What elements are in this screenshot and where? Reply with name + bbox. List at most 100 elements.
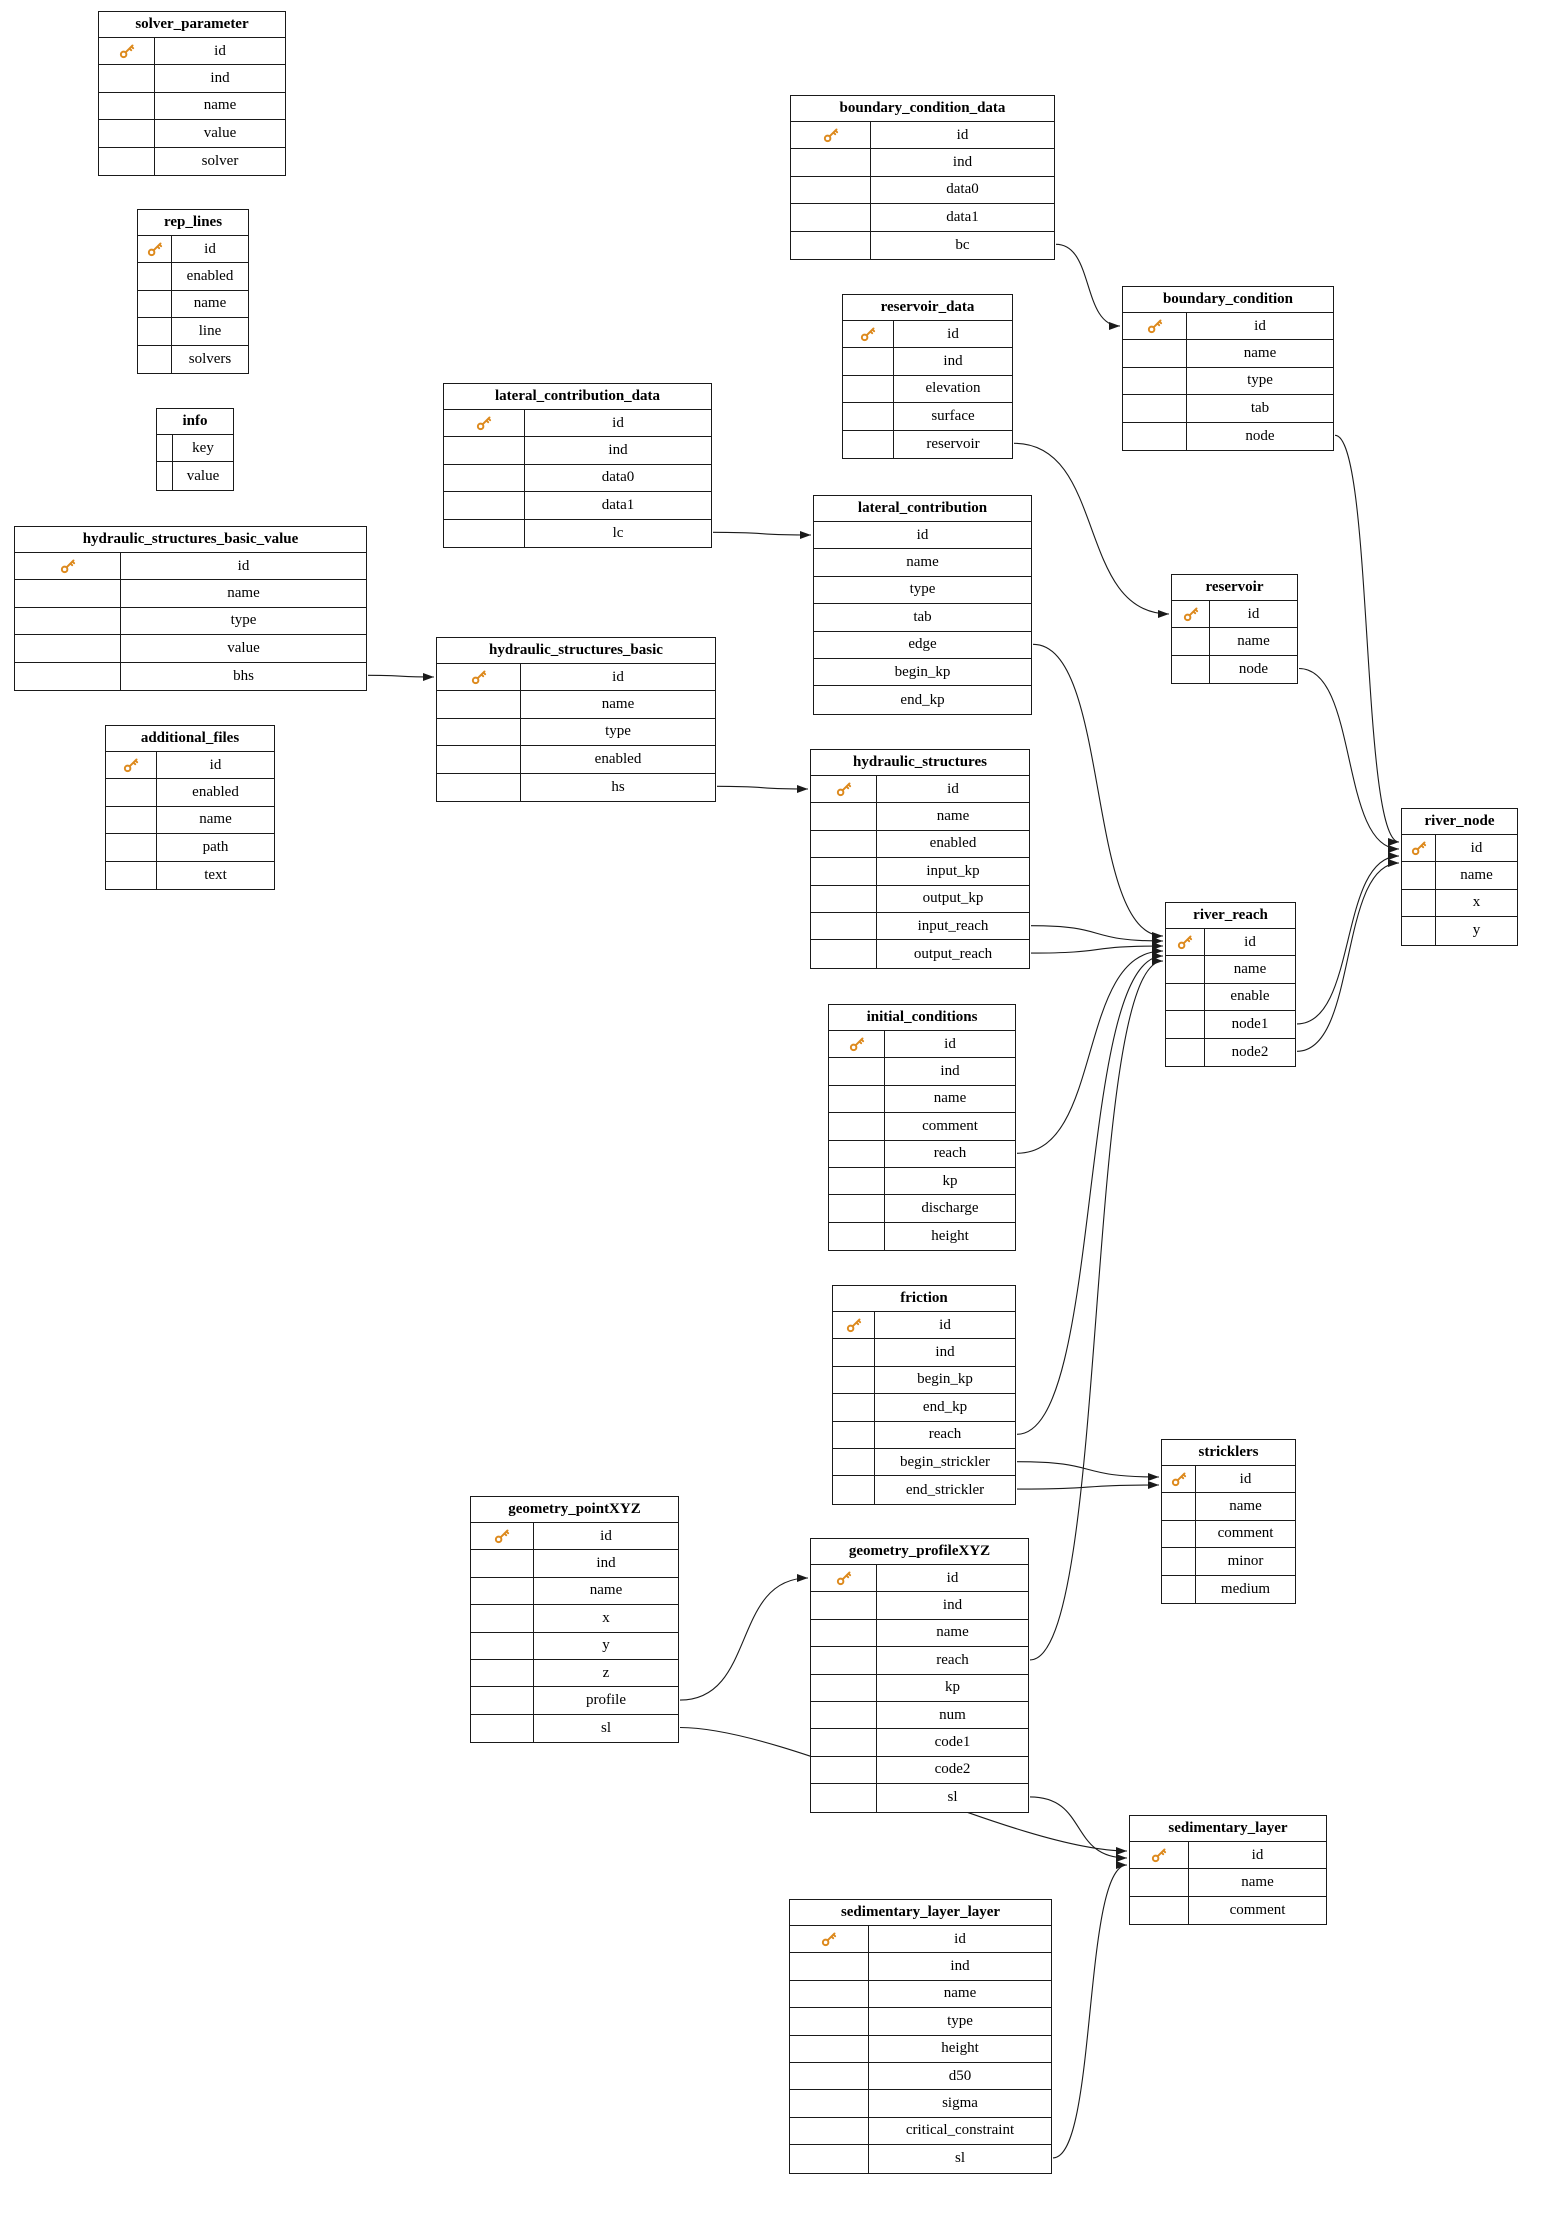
field-name: id	[209, 756, 222, 773]
table-field-row: name	[814, 549, 1031, 577]
relation-river_reach.node2-to-river_node	[1296, 859, 1400, 1052]
icon-cell	[829, 1222, 885, 1251]
icon-cell	[829, 1085, 885, 1113]
icon-cell	[811, 1756, 877, 1784]
relation-hydraulic_structures_basic_value.bhs-to-hydraulic_structures_basic	[367, 672, 435, 681]
table-reservoir: reservoir id name node	[1171, 574, 1298, 685]
field-name: id	[612, 668, 624, 685]
field-name: y	[1472, 922, 1481, 939]
primary-key-cell	[1166, 929, 1205, 956]
field-name: name	[933, 1090, 967, 1107]
field-name: end_kp	[922, 1398, 968, 1415]
table-field-row: enabled	[811, 830, 1029, 859]
table-field-row: text	[106, 861, 274, 889]
icon-cell	[843, 348, 894, 375]
field-name: ind	[950, 1958, 970, 1975]
field-name: node	[1245, 427, 1275, 444]
field-name: profile	[586, 1692, 626, 1709]
field-name: name	[1233, 961, 1267, 978]
table-field-row: data1	[791, 204, 1054, 232]
icon-cell	[833, 1476, 875, 1504]
table-field-row: id	[811, 1565, 1028, 1593]
table-field-row: discharge	[829, 1195, 1015, 1223]
field-name: id	[1244, 933, 1256, 950]
field-name: type	[947, 2012, 973, 2029]
icon-cell	[437, 718, 521, 746]
table-field-row: ind	[829, 1058, 1015, 1086]
table-field-row: node	[1172, 655, 1297, 684]
icon-cell	[791, 204, 871, 231]
field-name: output_kp	[922, 890, 984, 907]
icon-cell	[811, 830, 877, 858]
icon-cell	[811, 885, 877, 912]
table-field-row: data0	[444, 464, 711, 493]
primary-key-icon	[836, 782, 851, 797]
icon-cell	[138, 263, 172, 290]
table-field-row: name	[811, 803, 1029, 831]
field-name: begin_strickler	[900, 1453, 990, 1470]
primary-key-icon	[1411, 841, 1426, 856]
relation-initial_conditions.reach-to-river_reach	[1016, 947, 1164, 1154]
primary-key-cell	[833, 1312, 875, 1339]
icon-cell	[99, 65, 155, 92]
primary-key-icon	[494, 1529, 510, 1544]
field-name: ind	[940, 1063, 960, 1080]
table-field-row: begin_kp	[833, 1366, 1015, 1395]
table-title: river_node	[1402, 809, 1517, 835]
primary-key-icon	[1151, 1848, 1167, 1863]
relation-reservoir_data.reservoir-to-reservoir	[1013, 442, 1170, 618]
primary-key-cell	[843, 321, 894, 348]
primary-key-cell	[437, 664, 521, 691]
field-name: enabled	[192, 784, 239, 801]
field-name: sl	[954, 2150, 965, 2167]
table-title: hydraulic_structures_basic_value	[15, 527, 366, 553]
table-title: reservoir	[1172, 575, 1297, 601]
table-field-row: hs	[437, 773, 715, 801]
icon-cell	[790, 2062, 869, 2090]
field-name: id	[946, 1569, 959, 1586]
icon-cell	[99, 92, 155, 120]
field-name: hs	[611, 778, 625, 795]
field-name: type	[1247, 372, 1273, 389]
icon-cell	[138, 345, 172, 373]
table-title: lateral_contribution_data	[444, 384, 711, 410]
table-field-row: id	[1402, 835, 1517, 863]
relation-lateral_contribution.edge-to-river_reach	[1032, 643, 1164, 940]
primary-key-cell	[106, 752, 157, 779]
field-name: sl	[947, 1789, 958, 1806]
relation-sedimentary_layer_layer.sl-to-sedimentary_layer	[1052, 1861, 1128, 2159]
table-field-row: name	[1402, 862, 1517, 890]
field-name: name	[193, 295, 227, 312]
field-name: edge	[908, 636, 937, 653]
table-field-row: id	[811, 776, 1029, 804]
table-field-row: height	[790, 2035, 1051, 2063]
field-name: id	[947, 325, 959, 342]
table-field-row: solver	[99, 147, 285, 175]
icon-cell	[437, 746, 521, 773]
table-field-row: type	[1123, 367, 1333, 396]
table-field-row: name	[811, 1619, 1028, 1648]
table-title: lateral_contribution	[814, 496, 1031, 522]
icon-cell	[138, 290, 172, 318]
field-name: reach	[936, 1651, 969, 1668]
table-field-row: ind	[99, 65, 285, 93]
field-name: id	[1254, 317, 1266, 334]
field-name: id	[1247, 605, 1260, 622]
field-name: y	[602, 1637, 610, 1654]
icon-cell	[471, 1550, 534, 1577]
table-field-row: ind	[790, 1953, 1051, 1981]
icon-cell	[471, 1687, 534, 1714]
icon-cell	[833, 1448, 875, 1476]
icon-cell	[811, 1784, 877, 1812]
icon-cell	[790, 2117, 869, 2145]
field-name: id	[956, 126, 969, 143]
table-title: rep_lines	[138, 210, 248, 236]
field-name: key	[192, 439, 214, 456]
field-name: name	[936, 808, 970, 825]
field-name: name	[1237, 633, 1270, 650]
table-field-row: data0	[791, 176, 1054, 205]
table-field-row: ind	[471, 1550, 678, 1578]
primary-key-icon	[1177, 935, 1193, 950]
table-field-row: key	[157, 435, 233, 463]
